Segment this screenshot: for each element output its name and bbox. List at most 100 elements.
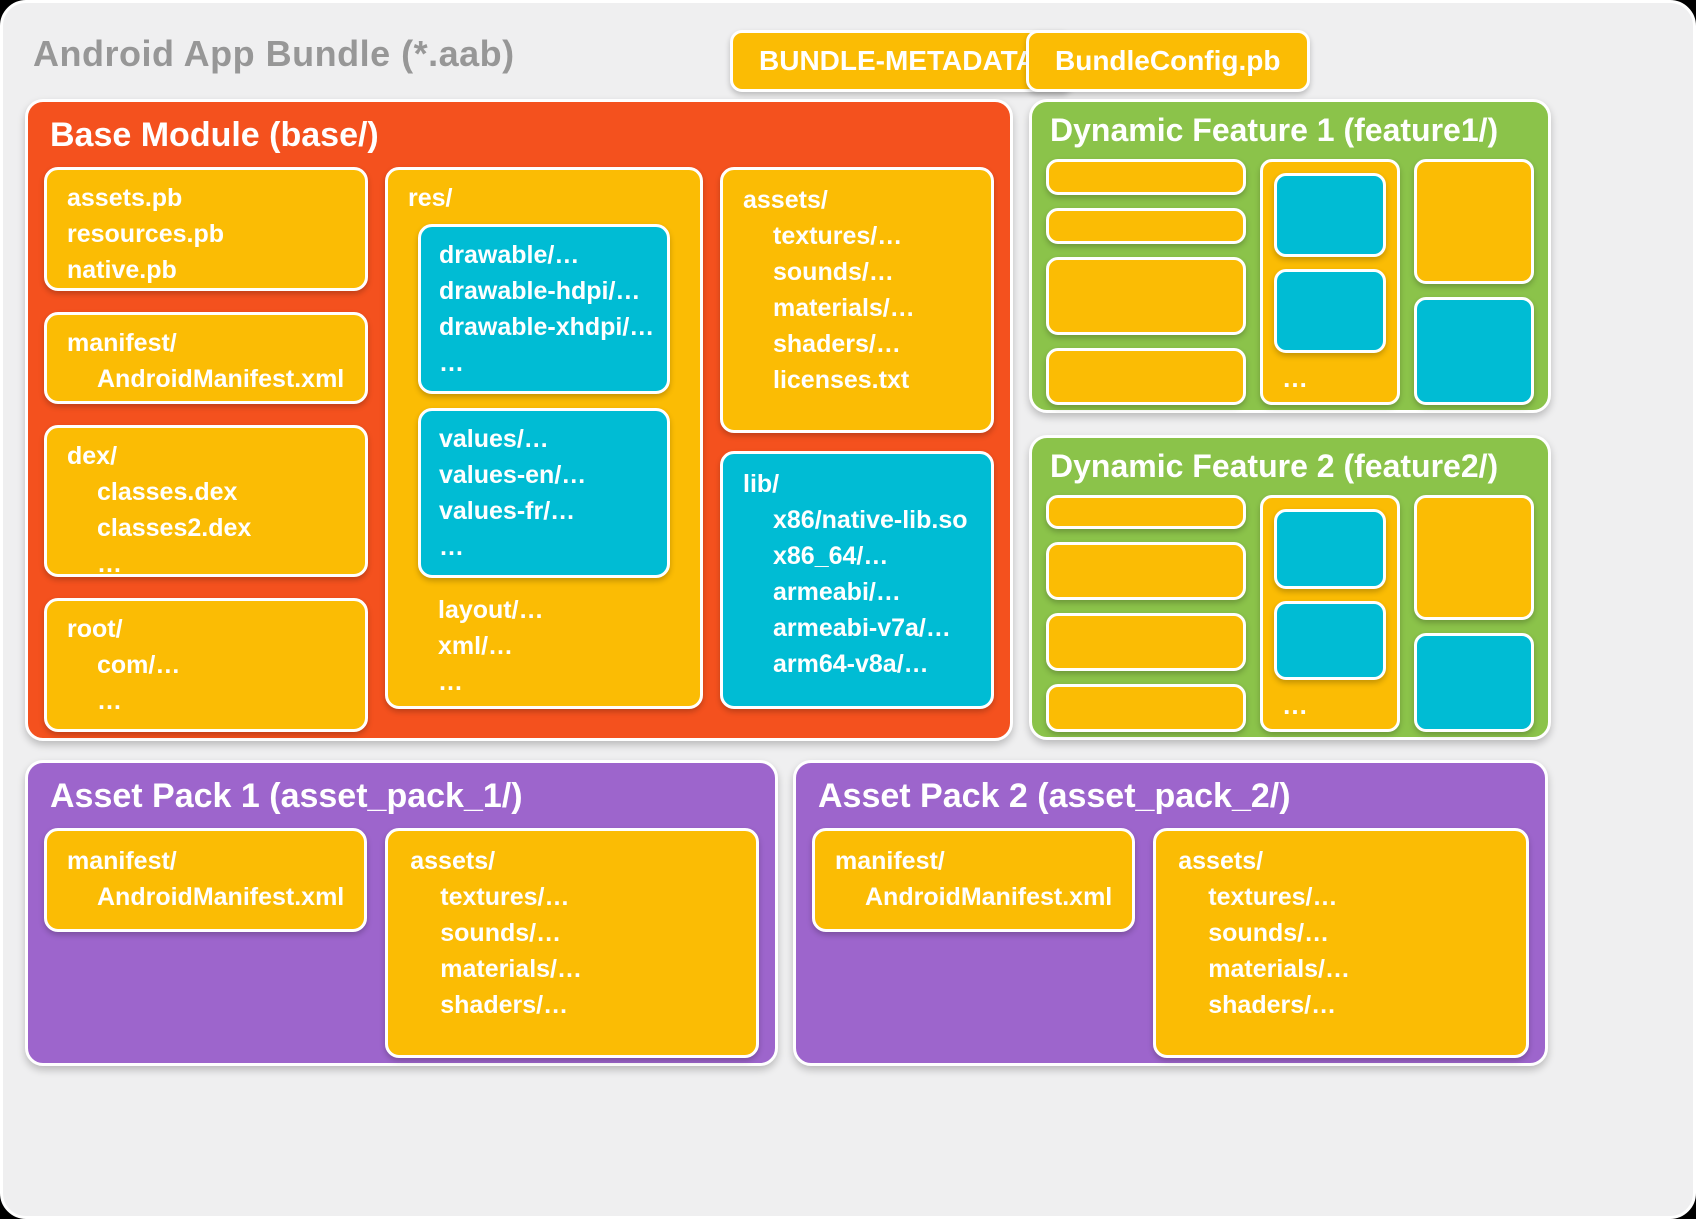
placeholder-yellow-box — [1414, 159, 1534, 284]
assets-box: assets/textures/…sounds/…materials/…shad… — [385, 828, 759, 1058]
base-module-title: Base Module (base/) — [50, 116, 379, 154]
placeholder-res-box: … — [1260, 495, 1400, 732]
asset-pack-2-manifest-column: manifest/AndroidManifest.xml — [812, 828, 1136, 1058]
file-entry: resources.pb — [67, 220, 225, 248]
file-entry: xml/… — [438, 632, 514, 660]
feature-1-ellipsis: … — [1282, 363, 1308, 393]
dynamic-feature-1-title: Dynamic Feature 1 (feature1/) — [1050, 112, 1499, 148]
placeholder-yellow-box — [1046, 613, 1246, 671]
file-entry: textures/… — [1208, 883, 1338, 911]
feature-2-right-column — [1414, 495, 1534, 732]
file-entry: assets.pb — [67, 184, 183, 212]
file-entry: root/ — [67, 615, 123, 643]
res-box: res/ drawable/… drawable-hdpi/… drawable-x… — [385, 167, 703, 709]
file-entry: textures/… — [773, 222, 903, 250]
base-module: Base Module (base/) assets.pb resources.p… — [25, 99, 1013, 741]
file-entry: assets/ — [743, 186, 828, 214]
feature-1-middle-column: … — [1260, 159, 1400, 405]
file-entry: shaders/… — [1208, 991, 1337, 1019]
file-entry: drawable-hdpi/… — [439, 277, 641, 305]
feature-2-ellipsis: … — [1282, 690, 1308, 720]
placeholder-yellow-box — [1046, 684, 1246, 732]
file-entry: dex/ — [67, 442, 118, 470]
res-label: res/ — [408, 184, 453, 212]
file-entry: classes2.dex — [97, 514, 252, 542]
file-entry: lib/ — [743, 470, 780, 498]
placeholder-yellow-box — [1046, 348, 1246, 405]
root-box: root/com/… … — [44, 598, 368, 732]
placeholder-yellow-box — [1414, 495, 1534, 620]
placeholder-cyan-box — [1414, 633, 1534, 732]
file-entry: classes.dex — [97, 478, 238, 506]
file-entry: shaders/… — [773, 330, 901, 358]
base-middle-column: res/ drawable/… drawable-hdpi/… drawable-x… — [385, 167, 703, 709]
placeholder-cyan-box — [1274, 509, 1386, 589]
manifest-box: manifest/AndroidManifest.xml — [812, 828, 1136, 932]
file-entry: AndroidManifest.xml — [865, 883, 1113, 911]
file-entry: sounds/… — [773, 258, 894, 286]
drawable-box: drawable/… drawable-hdpi/… drawable-xhdpi/… — [418, 224, 670, 394]
file-entry: … — [97, 687, 122, 715]
placeholder-res-box: … — [1260, 159, 1400, 405]
asset-pack-1: Asset Pack 1 (asset_pack_1/) manifest/An… — [25, 760, 778, 1066]
values-box: values/… values-en/… values-fr/… … — [418, 408, 670, 578]
file-entry: materials/… — [440, 955, 582, 983]
file-entry: materials/… — [773, 294, 915, 322]
manifest-box: manifest/AndroidManifest.xml — [44, 312, 368, 404]
file-entry: licenses.txt — [773, 366, 910, 394]
file-entry: assets/ — [1178, 847, 1264, 875]
base-left-column: assets.pb resources.pb native.pb manifest/… — [44, 167, 368, 732]
feature-1-left-column — [1046, 159, 1246, 405]
placeholder-yellow-box — [1046, 257, 1246, 335]
bundle-metadata-box: BUNDLE-METADATA/ — [730, 30, 1073, 92]
dynamic-feature-2-title: Dynamic Feature 2 (feature2/) — [1050, 448, 1499, 484]
file-entry: drawable-xhdpi/… — [439, 313, 655, 341]
manifest-box: manifest/AndroidManifest.xml — [44, 828, 368, 932]
base-right-column: assets/textures/… sounds/… materials/… shad… — [720, 167, 994, 709]
placeholder-yellow-box — [1046, 208, 1246, 244]
dex-box: dex/classes.dex classes2.dex … — [44, 425, 368, 578]
asset-pack-2-columns: manifest/AndroidManifest.xml assets/text… — [796, 828, 1545, 1074]
dynamic-feature-2: Dynamic Feature 2 (feature2/) … — [1029, 435, 1551, 740]
file-entry: values/… — [439, 425, 549, 453]
page-title: Android App Bundle (*.aab) — [33, 33, 515, 74]
file-entry: … — [439, 533, 464, 561]
placeholder-cyan-box — [1274, 269, 1386, 353]
file-entry: manifest/ — [67, 847, 177, 875]
file-entry: com/… — [97, 651, 181, 679]
feature-1-right-column — [1414, 159, 1534, 405]
file-entry: drawable/… — [439, 241, 580, 269]
file-entry: materials/… — [1208, 955, 1350, 983]
asset-pack-2-title: Asset Pack 2 (asset_pack_2/) — [818, 777, 1291, 815]
placeholder-cyan-box — [1274, 600, 1386, 680]
file-entry: … — [439, 349, 464, 377]
file-entry: sounds/… — [440, 919, 562, 947]
file-entry: … — [97, 550, 122, 578]
file-entry: shaders/… — [440, 991, 569, 1019]
feature-2-middle-column: … — [1260, 495, 1400, 732]
assets-box: assets/textures/…sounds/…materials/…shad… — [1153, 828, 1529, 1058]
placeholder-yellow-box — [1046, 542, 1246, 600]
bundle-config-box: BundleConfig.pb — [1026, 30, 1310, 92]
asset-pack-1-title: Asset Pack 1 (asset_pack_1/) — [50, 777, 523, 815]
file-entry: native.pb — [67, 256, 177, 284]
res-tail-entries: layout/… xml/… … — [388, 592, 700, 700]
file-entry: values-fr/… — [439, 497, 576, 525]
file-entry: textures/… — [440, 883, 570, 911]
file-entry: arm64-v8a/… — [773, 650, 929, 678]
placeholder-yellow-box — [1046, 495, 1246, 529]
file-entry: AndroidManifest.xml — [97, 883, 345, 911]
file-entry: … — [438, 668, 463, 696]
file-entry: values-en/… — [439, 461, 587, 489]
base-module-columns: assets.pb resources.pb native.pb manifest/… — [28, 167, 1010, 732]
file-entry: manifest/ — [835, 847, 945, 875]
feature-2-left-column — [1046, 495, 1246, 732]
file-entry: armeabi/… — [773, 578, 901, 606]
file-entry: layout/… — [438, 596, 544, 624]
file-entry: AndroidManifest.xml — [97, 365, 345, 393]
protobuf-files-box: assets.pb resources.pb native.pb — [44, 167, 368, 291]
file-entry: manifest/ — [67, 329, 177, 357]
